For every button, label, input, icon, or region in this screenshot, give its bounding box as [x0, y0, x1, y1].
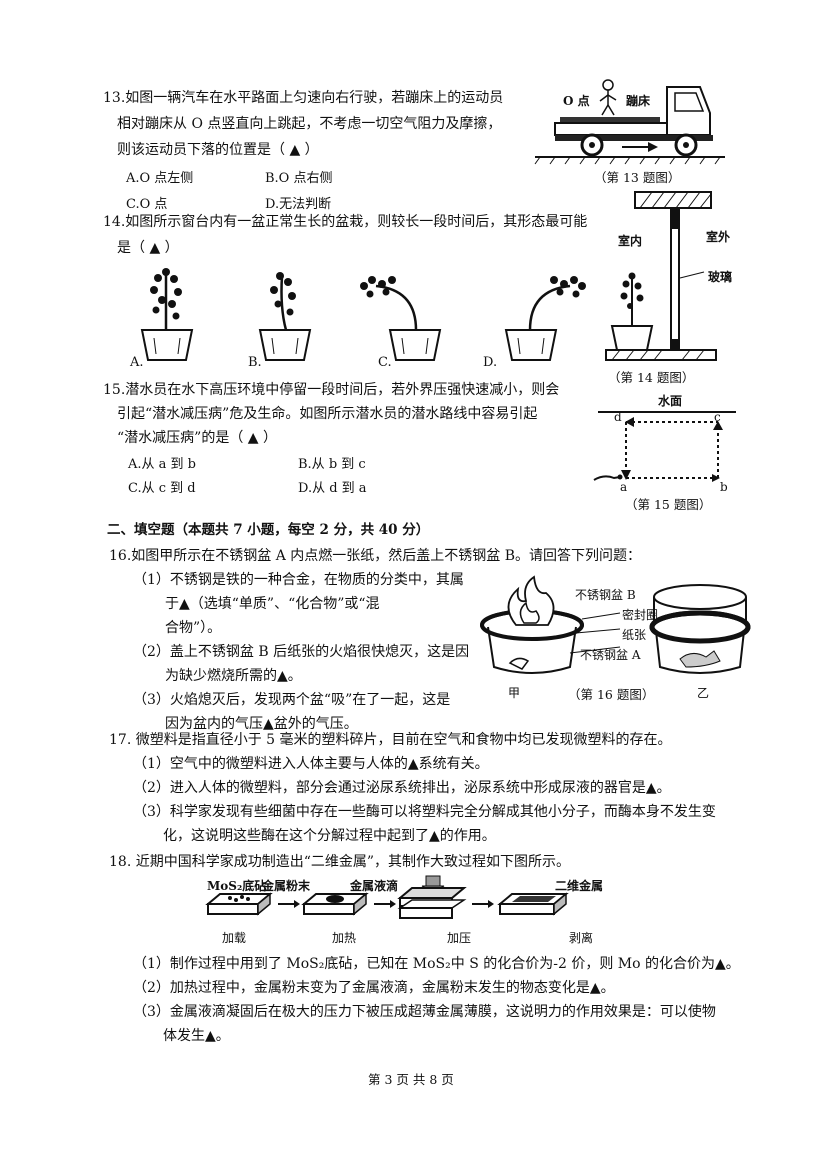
process-figure: [205, 875, 569, 919]
process-label-droplet: 金属液滴: [350, 879, 399, 893]
bowls-label-a: 不锈钢盆 A: [580, 648, 641, 662]
q16-sub2-line2: 为缺少燃烧所需的▲。: [165, 668, 302, 684]
q13-line1: 13.如图一辆汽车在水平路面上匀速向右行驶，若蹦床上的运动员: [103, 90, 504, 106]
q14-option-c: C.: [378, 355, 392, 370]
q17-sub3-line1: （3）科学家发现有些细菌中存在一些酶可以将塑料完全分解成其他小分子，而酶本身不发…: [133, 804, 716, 820]
dive-label-c: c: [714, 410, 721, 424]
q15-option-d: D.从 d 到 a: [298, 481, 367, 496]
process-label-2d-metal: 二维金属: [555, 879, 604, 893]
q14-option-a: A.: [130, 355, 144, 370]
process-label-powder: 金属粉末: [262, 879, 311, 893]
window-label-indoor: 室内: [618, 234, 643, 248]
q13-line3: 则该运动员下落的位置是（ ▲ ）: [117, 142, 319, 158]
q16-sub1-line3: 合物”）。: [165, 620, 222, 636]
q15-line3: “潜水减压病”的是（ ▲ ）: [117, 430, 277, 446]
q15-option-b: B.从 b 到 c: [298, 457, 366, 472]
q13-caption: （第 13 题图）: [594, 170, 681, 185]
truck-figure: [534, 79, 725, 165]
q17-sub1: （1）空气中的微塑料进入人体主要与人体的▲系统有关。: [133, 756, 489, 772]
q14-caption: （第 14 题图）: [608, 370, 695, 385]
q14-option-b: B.: [248, 355, 262, 370]
q16-stem: 16.如图甲所示在不锈钢盆 A 内点燃一张纸，然后盖上不锈钢盆 B。请回答下列问…: [109, 548, 642, 564]
dive-label-a: a: [620, 480, 628, 494]
q13-option-b: B.O 点右侧: [265, 171, 333, 186]
q13-option-d: D.无法判断: [265, 197, 332, 212]
truck-label-o: O 点: [563, 94, 590, 108]
bowls-label-b: 不锈钢盆 B: [575, 588, 636, 602]
q15-line1: 15.潜水员在水下高压环境中停留一段时间后，若外界压强快速减小，则会: [103, 382, 560, 398]
q13-option-a: A.O 点左侧: [126, 171, 194, 186]
plant-b: [258, 272, 312, 361]
bowls-label-paper: 纸张: [622, 628, 647, 642]
q16-sub1-line2: 于▲（选填“单质”、“化合物”或“混: [165, 596, 380, 612]
q13-line2: 相对蹦床从 O 点竖直向上跳起，不考虑一切空气阻力及摩擦，: [117, 116, 502, 132]
bowls-figure: [480, 575, 751, 674]
q16-sub3-line2: 因为盆内的气压▲盆外的气压。: [165, 716, 358, 732]
q17-sub3-line2: 化，这说明这些酶在这个分解过程中起到了▲的作用。: [163, 828, 496, 844]
q14-option-d: D.: [483, 355, 498, 370]
truck-label-trampoline: 蹦床: [626, 94, 651, 108]
q18-sub2: （2）加热过程中，金属粉末变为了金属液滴，金属粉末发生的物态变化是▲。: [133, 980, 615, 996]
process-step-press: 加压: [447, 931, 472, 945]
q16-sub3-line1: （3）火焰熄灭后，发现两个盆“吸”在了一起，这是: [133, 692, 451, 708]
dive-label-d: d: [614, 410, 622, 424]
q15-option-a: A.从 a 到 b: [128, 457, 196, 472]
q18-stem: 18. 近期中国科学家成功制造出“二维金属”，其制作大致过程如下图所示。: [109, 854, 571, 870]
plant-a: [140, 268, 194, 361]
bowls-label-yi: 乙: [697, 686, 710, 700]
q17-sub2: （2）进入人体的微塑料，部分会通过泌尿系统排出，泌尿系统中形成尿液的器官是▲。: [133, 780, 671, 796]
q14-line1: 14.如图所示窗台内有一盆正常生长的盆栽，则较长一段时间后，其形态最可能: [103, 214, 588, 230]
bowls-label-seal: 密封圈: [622, 608, 659, 622]
page-footer: 第 3 页 共 8 页: [368, 1072, 454, 1087]
bowls-label-jia: 甲: [508, 686, 521, 700]
q15-caption: （第 15 题图）: [625, 497, 712, 512]
q16-sub2-line1: （2）盖上不锈钢盆 B 后纸张的火焰很快熄灭，这是因: [133, 644, 470, 660]
plant-c: [360, 276, 442, 361]
q18-sub1: （1）制作过程中用到了 MoS₂底砧，已知在 MoS₂中 S 的化合价为-2 价…: [133, 956, 740, 972]
q18-sub3-line2: 体发生▲。: [163, 1028, 230, 1044]
section-two-title: 二、填空题（本题共 7 小题，每空 2 分，共 40 分）: [107, 522, 430, 538]
q13-option-c: C.O 点: [126, 197, 168, 212]
q16-caption: （第 16 题图）: [568, 687, 655, 702]
dive-label-b: b: [720, 480, 728, 494]
dive-route-figure: [593, 411, 736, 482]
plant-d: [504, 276, 586, 361]
q16-sub1-line1: （1）不锈钢是铁的一种合金，在物质的分类中，其属: [133, 572, 464, 588]
process-label-anvil: MoS₂底砧: [207, 879, 267, 893]
q18-sub3-line1: （3）金属液滴凝固后在极大的压力下被压成超薄金属薄膜，这说明力的作用效果是：可以…: [133, 1004, 716, 1020]
window-label-outdoor: 室外: [706, 230, 731, 244]
window-label-glass: 玻璃: [708, 270, 733, 284]
process-step-peel: 剥离: [569, 931, 594, 945]
process-step-heat: 加热: [332, 931, 357, 945]
window-figure: [605, 191, 717, 361]
q17-stem: 17. 微塑料是指直径小于 5 毫米的塑料碎片，目前在空气和食物中均已发现微塑料…: [109, 732, 672, 748]
q15-option-c: C.从 c 到 d: [128, 481, 196, 496]
dive-label-surface: 水面: [658, 394, 683, 408]
q14-line2: 是（ ▲ ）: [117, 240, 179, 256]
q15-line2: 引起“潜水减压病”危及生命。如图所示潜水员的潜水路线中容易引起: [117, 406, 538, 422]
process-step-load: 加载: [222, 931, 247, 945]
